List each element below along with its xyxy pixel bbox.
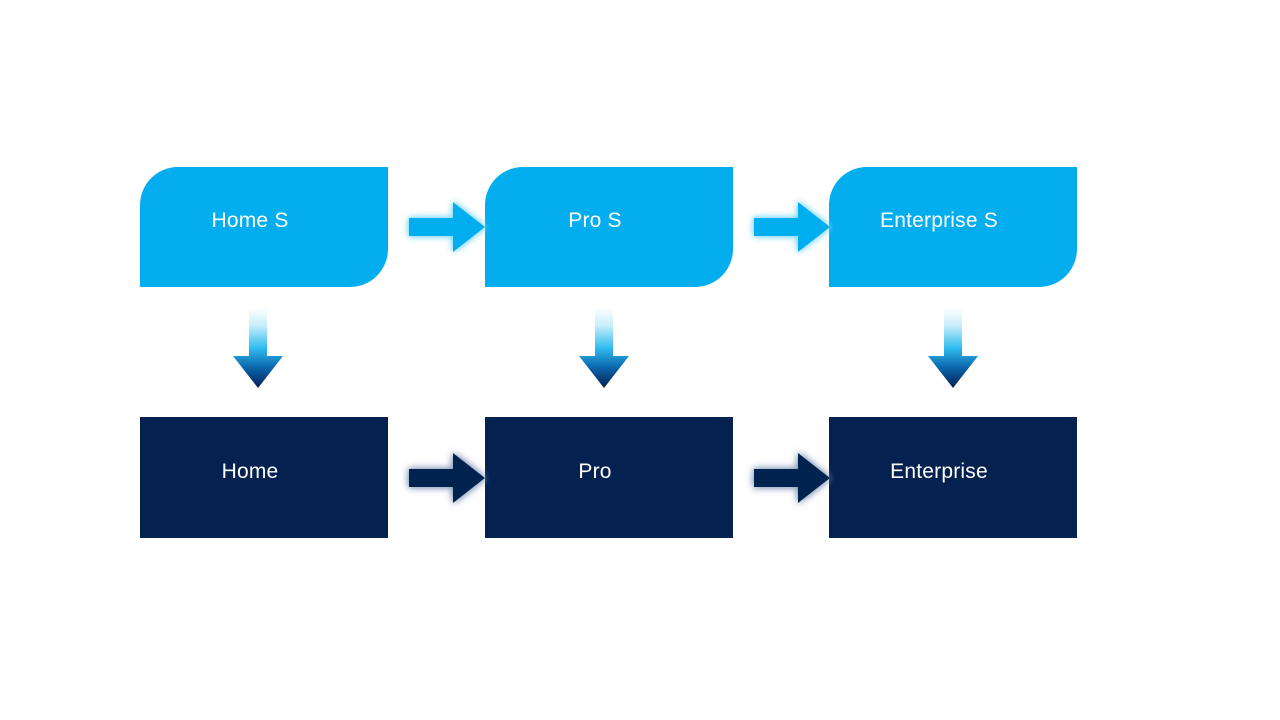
down-arrow-icon [928, 308, 978, 388]
node-label: Home S [211, 209, 289, 233]
connector-pro-s-to-pro [578, 308, 630, 390]
down-arrow-icon [579, 308, 629, 388]
node-label: Pro [578, 459, 612, 483]
connector-home-s-to-pro-s [406, 199, 488, 255]
right-arrow-icon [409, 202, 485, 252]
node-label: Home [221, 459, 279, 483]
node-home[interactable]: Home [140, 417, 388, 538]
node-label: Enterprise S [880, 209, 998, 233]
node-home-s[interactable]: Home S [140, 167, 388, 287]
connector-enterprise-s-to-enterprise [927, 308, 979, 390]
node-label: Pro S [568, 209, 622, 233]
node-pro[interactable]: Pro [485, 417, 733, 538]
right-arrow-icon [409, 453, 485, 503]
right-arrow-icon [754, 202, 830, 252]
node-pro-s[interactable]: Pro S [485, 167, 733, 287]
right-arrow-icon [754, 453, 830, 503]
connector-home-s-to-home [232, 308, 284, 390]
connector-pro-s-to-enterprise-s [751, 199, 833, 255]
node-enterprise-s[interactable]: Enterprise S [829, 167, 1077, 287]
down-arrow-icon [233, 308, 283, 388]
node-label: Enterprise [890, 459, 988, 483]
node-enterprise[interactable]: Enterprise [829, 417, 1077, 538]
connector-pro-to-enterprise [751, 450, 833, 506]
connector-home-to-pro [406, 450, 488, 506]
